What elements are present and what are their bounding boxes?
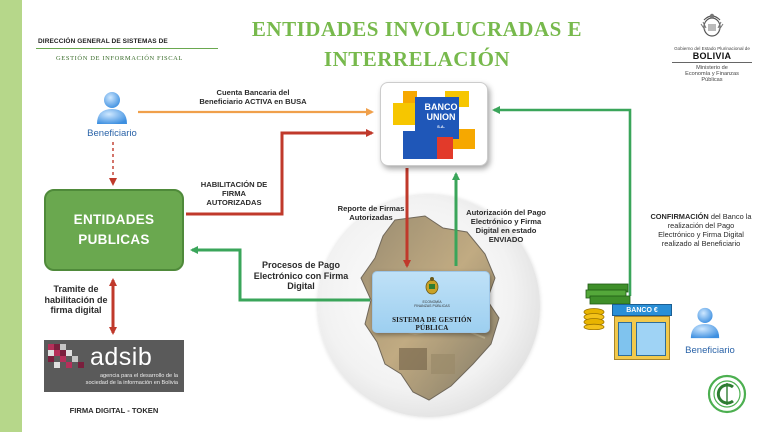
habil-line3: AUTORIZADAS bbox=[206, 198, 262, 207]
ministry-line3: Públicas bbox=[701, 77, 723, 84]
confirm-line3: Electrónico y Firma Digital bbox=[658, 230, 744, 239]
adsib-sub2: sociedad de la información en Bolivia bbox=[85, 380, 178, 386]
confirm-bold: CONFIRMACIÓN bbox=[650, 212, 709, 221]
bank-line2: UNION bbox=[426, 111, 456, 122]
sgp-title: SISTEMA DE GESTIÓN PÚBLICA bbox=[392, 316, 472, 332]
autorizacion-label: Autorización del Pago Electrónico y Firm… bbox=[458, 208, 554, 244]
sgp-small-text: ECONOMÍA FINANZAS PÚBLICAS bbox=[407, 300, 457, 308]
sgp-small2: FINANZAS PÚBLICAS bbox=[414, 304, 450, 308]
procesos-line3: Digital bbox=[287, 281, 315, 291]
sistema-gestion-publica-card[interactable]: ECONOMÍA FINANZAS PÚBLICAS SISTEMA DE GE… bbox=[372, 271, 490, 333]
header-divider bbox=[36, 48, 218, 49]
autoriz-line4: ENVIADO bbox=[488, 235, 524, 244]
procesos-label: Procesos de Pago Electrónico con Firma D… bbox=[238, 260, 364, 292]
bank-sign: BANCO € bbox=[612, 304, 672, 316]
confirmacion-label: CONFIRMACIÓN del Banco la realización de… bbox=[642, 212, 760, 248]
tramite-line2: habilitación de bbox=[44, 294, 108, 305]
entidades-line1: ENTIDADES bbox=[73, 212, 155, 227]
cuenta-line1: Cuenta Bancaria del bbox=[216, 88, 290, 97]
ministry-logo: Gobierno del Estado Plurinacional de BOL… bbox=[660, 10, 764, 84]
autoriz-line2: Electrónico y Firma bbox=[470, 217, 542, 226]
title-line1: ENTIDADES INVOLUCRADAS E bbox=[251, 17, 583, 41]
money-icon bbox=[583, 283, 631, 330]
adsib-wordmark: adsib bbox=[90, 343, 153, 371]
ministry-rule bbox=[672, 62, 752, 63]
slide-title: ENTIDADES INVOLUCRADAS E INTERRELACIÓN bbox=[232, 14, 602, 74]
gov-text: Gobierno del Estado Plurinacional de bbox=[674, 46, 750, 51]
banco-union-card[interactable]: BANCO UNION S.A. bbox=[380, 82, 488, 166]
cuenta-label: Cuenta Bancaria del Beneficiario ACTIVA … bbox=[168, 88, 338, 106]
corner-logo-icon bbox=[707, 374, 747, 414]
bank-sign-text: BANCO € bbox=[626, 307, 658, 314]
tramite-line3: firma digital bbox=[50, 305, 102, 315]
confirm-line4: realizado al Beneficiario bbox=[661, 239, 741, 248]
beneficiario-top-label: Beneficiario bbox=[87, 128, 137, 139]
adsib-sub1: agencia para el desarrollo de la bbox=[99, 373, 178, 379]
bank-line1: BANCO bbox=[424, 102, 458, 112]
arrow-habilitacion bbox=[186, 129, 374, 216]
entidades-line2: PUBLICAS bbox=[78, 232, 150, 247]
bank-name: BANCO UNION S.A. bbox=[416, 102, 466, 132]
title-line2: INTERRELACIÓN bbox=[323, 47, 511, 71]
ministry-line1: Ministerio de bbox=[696, 65, 728, 71]
bank-window-left bbox=[618, 322, 632, 356]
org-name-line1: DIRECCIÓN GENERAL DE SISTEMAS DE bbox=[38, 38, 168, 45]
banco-union-logo bbox=[393, 91, 475, 159]
bolivia-crest-icon bbox=[700, 13, 724, 37]
tramite-line1: Tramite de bbox=[53, 284, 99, 294]
habil-line2: FIRMA bbox=[221, 189, 247, 198]
autoriz-line1: Autorización del Pago bbox=[466, 208, 546, 217]
habil-line1: HABILITACIÓN DE bbox=[200, 180, 268, 189]
arrow-confirmacion bbox=[492, 106, 632, 296]
sgp-small1: ECONOMÍA bbox=[422, 300, 442, 304]
bank-building: BANCO € bbox=[612, 304, 672, 360]
person-icon bbox=[97, 92, 127, 124]
autoriz-line3: Digital en estado bbox=[475, 226, 537, 235]
habilitacion-label: HABILITACIÓN DE FIRMA AUTORIZADAS bbox=[192, 180, 276, 207]
beneficiario-right-label: Beneficiario bbox=[685, 345, 735, 356]
arrow-procesos-back bbox=[190, 246, 370, 302]
entidades-publicas-box[interactable]: ENTIDADES PUBLICAS bbox=[44, 189, 184, 271]
person-icon-right bbox=[690, 307, 720, 339]
crest-small-icon bbox=[425, 277, 439, 295]
org-name-line2: GESTIÓN DE INFORMACIÓN FISCAL bbox=[56, 55, 184, 62]
procesos-line2: Electrónico con Firma bbox=[253, 270, 349, 281]
cuenta-line2: Beneficiario ACTIVA en BUSA bbox=[199, 97, 307, 106]
country-name: BOLIVIA bbox=[692, 51, 732, 61]
left-accent-strip bbox=[0, 0, 22, 432]
reporte-line1: Reporte de Firmas bbox=[337, 204, 405, 213]
reporte-line2: Autorizadas bbox=[349, 213, 393, 222]
procesos-line1: Procesos de Pago bbox=[261, 260, 341, 270]
firma-token-label: FIRMA DIGITAL - TOKEN bbox=[69, 406, 159, 415]
ministry-line2: Economía y Finanzas bbox=[685, 71, 739, 78]
adsib-subtitle: agencia para el desarrollo de la socieda… bbox=[50, 373, 178, 387]
bank-door bbox=[636, 322, 666, 356]
bank-line3: S.A. bbox=[437, 124, 445, 129]
confirm-line2: realización del Pago bbox=[667, 221, 735, 230]
reporte-label: Reporte de Firmas Autorizadas bbox=[330, 204, 412, 222]
confirm-line1: del Banco la bbox=[708, 212, 752, 221]
adsib-logo: adsib agencia para el desarrollo de la s… bbox=[44, 340, 184, 392]
adsib-mosaic-icon bbox=[48, 344, 84, 368]
tramite-label: Tramite de habilitación de firma digital bbox=[44, 284, 108, 316]
